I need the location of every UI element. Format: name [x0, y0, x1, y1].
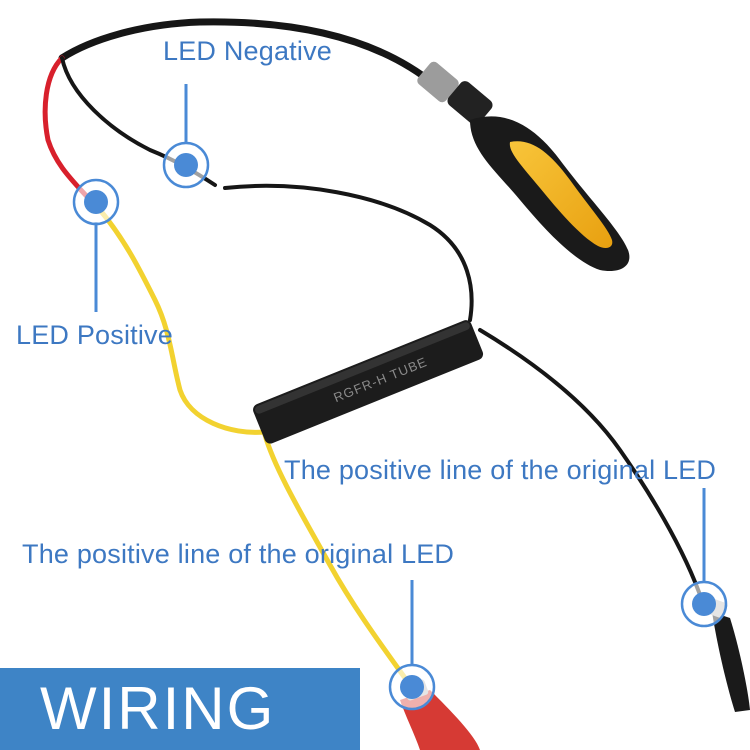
led-positive-yellow-wire — [97, 207, 268, 435]
label-led-positive: LED Positive — [16, 320, 173, 350]
label-led-negative: LED Negative — [163, 36, 332, 66]
label-original-positive-left: The positive line of the original LED — [22, 539, 455, 569]
marker-dot-icon — [72, 178, 120, 226]
led-red-wire — [42, 55, 93, 203]
wiring-banner-text: WIRING — [40, 675, 276, 742]
marker-dot-icon — [162, 141, 210, 189]
label-original-positive-right: The positive line of the original LED — [284, 455, 717, 485]
marker-dot-icon — [680, 580, 728, 628]
resistor-black-wire — [223, 183, 474, 322]
led-indicator-lamp — [417, 61, 630, 272]
original-black-wire — [478, 328, 707, 612]
led-black-wire — [58, 18, 439, 89]
wiring-banner — [0, 668, 360, 750]
marker-dot-icon — [388, 663, 436, 711]
resistor-tube: RGFR-H TUBE — [253, 320, 484, 444]
original-positive-yellow-wire — [262, 432, 413, 688]
